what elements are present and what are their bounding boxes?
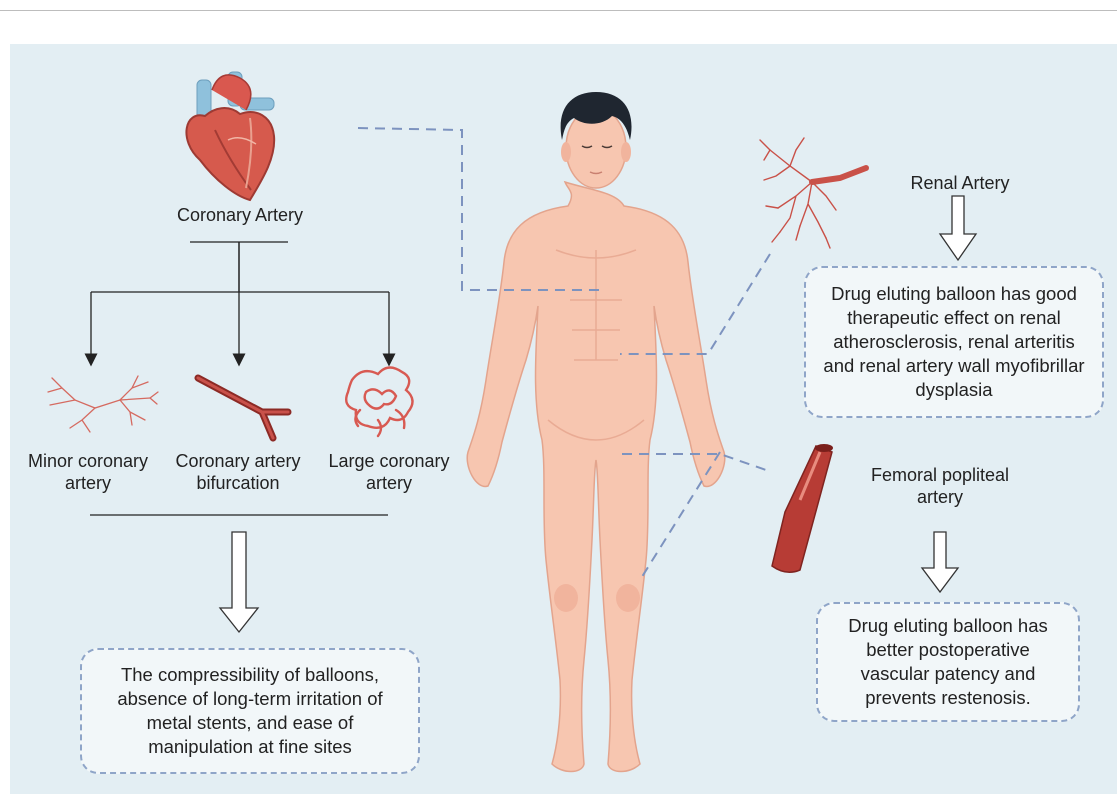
human-body-illustration xyxy=(467,92,725,772)
minor-coronary-label: Minor coronary artery xyxy=(18,450,158,494)
renal-artery-title: Renal Artery xyxy=(880,172,1040,194)
down-arrow-icon xyxy=(922,532,958,592)
large-artery-icon xyxy=(346,367,412,436)
down-arrow-icon xyxy=(220,532,258,632)
renal-artery-icon xyxy=(760,138,866,248)
coronary-artery-title: Coronary Artery xyxy=(150,204,330,226)
large-coronary-label: Large coronary artery xyxy=(318,450,460,494)
down-arrow-icon xyxy=(940,196,976,260)
bifurcation-icon xyxy=(198,378,288,438)
femoral-result-box: Drug eluting balloon has better postoper… xyxy=(816,602,1080,722)
renal-result-box: Drug eluting balloon has good therapeuti… xyxy=(804,266,1104,418)
femoral-artery-title: Femoral popliteal artery xyxy=(850,464,1030,508)
femoral-artery-icon xyxy=(772,444,833,572)
minor-artery-icon xyxy=(48,376,158,432)
heart-icon xyxy=(186,72,274,200)
coronary-result-box: The compressibility of balloons, absence… xyxy=(80,648,420,774)
bifurcation-label: Coronary artery bifurcation xyxy=(166,450,310,494)
